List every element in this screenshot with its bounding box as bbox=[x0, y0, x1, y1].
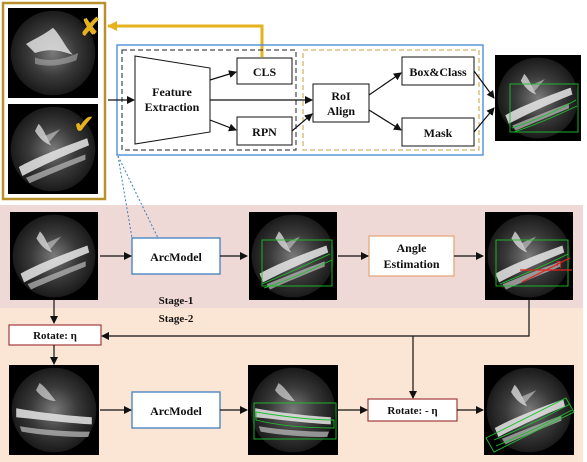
rpn-label: RPN bbox=[252, 125, 277, 139]
box-class-block bbox=[401, 56, 475, 86]
rpn-block bbox=[236, 116, 293, 146]
angle-eta-label: η bbox=[556, 259, 561, 269]
feature-extraction-label-1: Feature bbox=[152, 85, 192, 99]
roi-align-label-2: Align bbox=[327, 104, 355, 118]
stage2-final-image bbox=[484, 365, 575, 455]
top-arrows bbox=[108, 70, 495, 133]
rotate-out-label: Rotate: - η bbox=[387, 405, 437, 417]
selection-frame bbox=[1, 1, 107, 201]
stage1-detection-image bbox=[249, 212, 337, 300]
cls-block bbox=[236, 57, 293, 85]
stage1-arrows bbox=[50, 252, 484, 324]
stage2-arcmodel-block bbox=[131, 391, 221, 429]
roi-align-block bbox=[312, 83, 370, 123]
stage1-input-image bbox=[10, 212, 98, 300]
reject-mark-icon: ✘ bbox=[79, 13, 101, 43]
cls-label: CLS bbox=[253, 65, 277, 79]
angle-estimation-label-2: Estimation bbox=[383, 257, 439, 271]
angle-feedback-arrows bbox=[50, 300, 530, 399]
stage2-rotated-image bbox=[9, 365, 99, 455]
top-output-image bbox=[495, 55, 581, 141]
zoom-line-right bbox=[117, 155, 133, 239]
rotate-in-label: Rotate: η bbox=[33, 330, 77, 342]
zoom-line-left bbox=[117, 155, 159, 239]
stage1-label: Stage-1 bbox=[159, 295, 194, 307]
box-class-label: Box&Class bbox=[409, 65, 467, 79]
stage1-arcmodel-label: ArcModel bbox=[150, 250, 202, 264]
accept-mark-icon: ✔ bbox=[73, 110, 95, 140]
feedback-arrow bbox=[107, 21, 264, 57]
mask-block bbox=[401, 117, 475, 147]
stage2-arcmodel-label: ArcModel bbox=[150, 404, 202, 418]
roi-align-label-1: RoI bbox=[331, 89, 351, 103]
head-dashed-box bbox=[302, 49, 480, 151]
feature-extraction-label-2: Extraction bbox=[145, 100, 200, 114]
angle-estimation-label-1: Angle bbox=[397, 241, 428, 255]
stage2-detection-image bbox=[248, 365, 338, 455]
stage2-label: Stage-2 bbox=[159, 313, 194, 325]
feature-extraction-block bbox=[134, 55, 211, 145]
stage1-angle-image: η bbox=[485, 212, 573, 300]
mask-label: Mask bbox=[424, 126, 453, 140]
